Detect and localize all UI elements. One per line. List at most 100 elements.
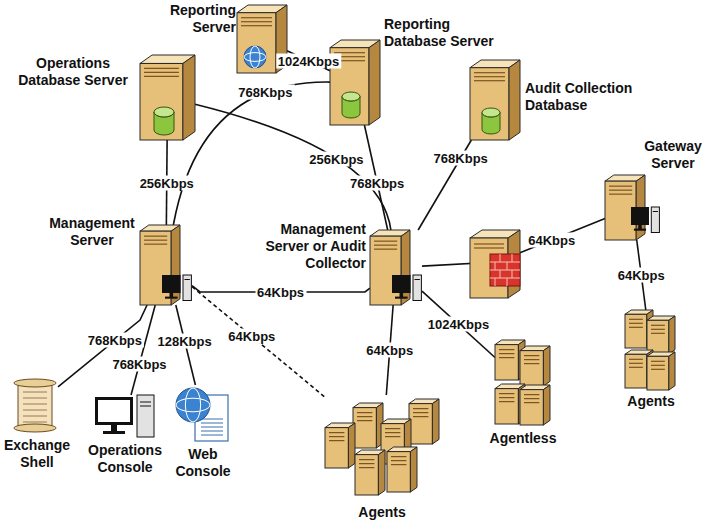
server-slot: [609, 194, 632, 195]
monitor-stand: [111, 425, 117, 431]
brick-joint: [500, 270, 501, 278]
node-label: Management Server: [46, 215, 138, 249]
node-icon: [12, 378, 58, 433]
pc-slot: [185, 279, 190, 280]
server-side: [509, 60, 520, 140]
brick-joint: [495, 278, 496, 286]
server-node: Gateway Server: [605, 175, 660, 240]
network-link: [422, 291, 495, 357]
server-slot: [413, 416, 428, 417]
bandwidth-label: 1024Kbps: [426, 317, 491, 332]
bandwidth-label: 768Kbps: [86, 333, 144, 348]
server-front: [387, 452, 410, 492]
server-slot: [359, 463, 374, 464]
server-node: Operations Console: [95, 395, 155, 440]
server-node: Agents: [325, 395, 440, 495]
server-slot: [359, 467, 374, 468]
server-slot: [609, 190, 632, 191]
monitor-base: [634, 229, 646, 231]
server-front: [325, 428, 348, 468]
server-front: [237, 13, 276, 73]
server-front: [495, 389, 518, 424]
scroll-line: [23, 410, 47, 411]
node-icon: [175, 385, 230, 443]
pc-slot: [653, 211, 658, 212]
firewall-bricks: [490, 254, 520, 286]
network-link: [131, 305, 155, 395]
server-slot: [629, 363, 643, 364]
server-front: [470, 68, 509, 140]
monitor-base: [165, 297, 178, 299]
bandwidth-label: 256Kbps: [138, 175, 196, 190]
server-slot: [241, 17, 272, 18]
node-icon: [625, 310, 677, 390]
server-slot: [385, 432, 400, 433]
server-slot: [474, 76, 505, 77]
server-slot: [499, 397, 514, 398]
node-icon: [95, 395, 155, 440]
node-icon: [470, 60, 520, 140]
server-node: Agents: [625, 310, 677, 390]
pc-slot: [415, 279, 420, 280]
server-front: [625, 314, 647, 348]
server-slot: [629, 359, 643, 360]
node-label: Agentless: [478, 430, 568, 447]
server-front: [520, 390, 543, 425]
server-slot: [374, 241, 397, 242]
monitor-screen: [95, 397, 133, 425]
node-icon: [140, 225, 192, 305]
server-slot: [651, 329, 665, 330]
server-side: [378, 450, 385, 495]
pc-tower: [137, 395, 154, 437]
server-slot: [374, 245, 397, 246]
monitor-screen: [631, 207, 649, 225]
server-slot: [651, 325, 665, 326]
server-slot: [499, 349, 514, 350]
monitor-stand: [638, 225, 641, 229]
server-slot: [329, 432, 344, 433]
globe-parallel: [176, 398, 210, 412]
server-slot: [651, 333, 665, 334]
server-slot: [144, 72, 179, 73]
node-icon: [325, 395, 440, 495]
server-slot: [474, 72, 505, 73]
monitor-stand: [170, 293, 174, 297]
globe-meridian: [250, 46, 260, 68]
server-slot: [374, 249, 397, 250]
node-icon: [370, 230, 422, 305]
bandwidth-label: 64Kbps: [526, 233, 577, 248]
node-label: Management Server or Audit Collector: [250, 221, 366, 272]
server-front: [355, 455, 378, 495]
brick-joint: [507, 262, 508, 270]
globe-meridian: [185, 388, 200, 422]
server-front: [353, 408, 376, 448]
brick-joint: [500, 254, 501, 262]
server-side: [432, 399, 439, 444]
server-front: [625, 354, 647, 388]
scroll-line: [23, 422, 47, 423]
brick-joint: [495, 262, 496, 270]
pc-slot: [140, 406, 151, 407]
scroll-paper: [18, 383, 52, 428]
pc-tower: [651, 207, 659, 233]
server-node: Operations Database Server: [140, 55, 195, 140]
database-top: [342, 92, 360, 101]
server-slot: [413, 408, 428, 409]
pc-tower: [413, 275, 421, 301]
server-slot: [651, 361, 665, 362]
server-slot: [609, 186, 632, 187]
scroll-roll: [14, 424, 56, 432]
server-front: [409, 404, 432, 444]
pc-tower: [183, 275, 191, 301]
server-slot: [524, 402, 539, 403]
server-slot: [499, 401, 514, 402]
server-slot: [357, 416, 372, 417]
firewall-server: [468, 228, 524, 300]
scroll-roll: [14, 379, 56, 387]
monitor-base: [395, 297, 408, 299]
node-label: Agents: [352, 504, 412, 521]
server-side: [543, 346, 550, 386]
server-side: [410, 447, 417, 492]
server-slot: [329, 436, 344, 437]
server-slot: [524, 398, 539, 399]
